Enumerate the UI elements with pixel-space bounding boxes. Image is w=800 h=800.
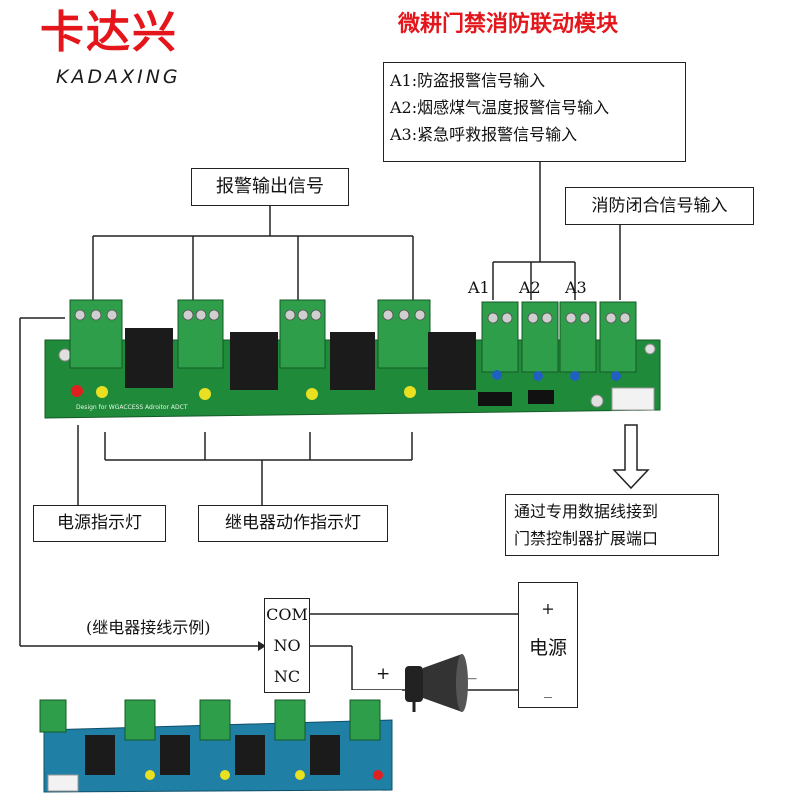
lower-board [37, 690, 402, 800]
brand-logo: 卡达兴 KADAXING [40, 8, 200, 94]
logo-english: KADAXING [56, 66, 181, 88]
power-plus: + [541, 599, 555, 618]
main-board [44, 299, 661, 419]
power-minus: _ [544, 679, 552, 698]
down-arrow-icon [612, 424, 650, 490]
relay-terminal-box: COM NO NC [264, 598, 310, 693]
data-line-text-2: 门禁控制器扩展端口 [514, 529, 659, 548]
data-line-label: 通过专用数据线接到 门禁控制器扩展端口 [505, 494, 719, 556]
channel-label-a2: A2 [519, 278, 541, 297]
data-line-text-1: 通过专用数据线接到 [514, 502, 659, 521]
siren-minus-sign: _ [468, 660, 477, 680]
channel-label-a1: A1 [468, 278, 490, 297]
diagram-title: 微耕门禁消防联动模块 [398, 12, 619, 37]
terminal-com: COM [266, 605, 308, 624]
input-line-a2: A2:烟感煤气温度报警信号输入 [390, 98, 610, 117]
siren-plus-sign: + [376, 664, 391, 684]
power-source-label: 电源 [528, 637, 567, 659]
alarm-inputs-box: A1:防盗报警信号输入 A2:烟感煤气温度报警信号输入 A3:紧急呼救报警信号输… [383, 62, 686, 162]
input-line-a1: A1:防盗报警信号输入 [390, 71, 546, 90]
board-silkscreen: Design for WGACCESS Adroitor ADCT [76, 404, 188, 411]
wiring-arrow-icon [258, 641, 266, 651]
siren-icon [405, 654, 468, 712]
relay-led-label: 继电器动作指示灯 [198, 505, 388, 542]
terminal-no: NO [273, 636, 301, 655]
fire-input-label: 消防闭合信号输入 [565, 187, 754, 225]
channel-label-a3: A3 [565, 278, 587, 297]
alarm-output-label: 报警输出信号 [191, 168, 349, 206]
power-led-label: 电源指示灯 [33, 505, 166, 542]
connector-lines [19, 162, 621, 691]
logo-chinese: 卡达兴 [40, 7, 178, 58]
wiring-example-label: (继电器接线示例) [86, 618, 211, 637]
power-source-box: + 电源 _ [518, 582, 578, 708]
input-line-a3: A3:紧急呼救报警信号输入 [390, 125, 578, 144]
terminal-nc: NC [273, 667, 301, 686]
